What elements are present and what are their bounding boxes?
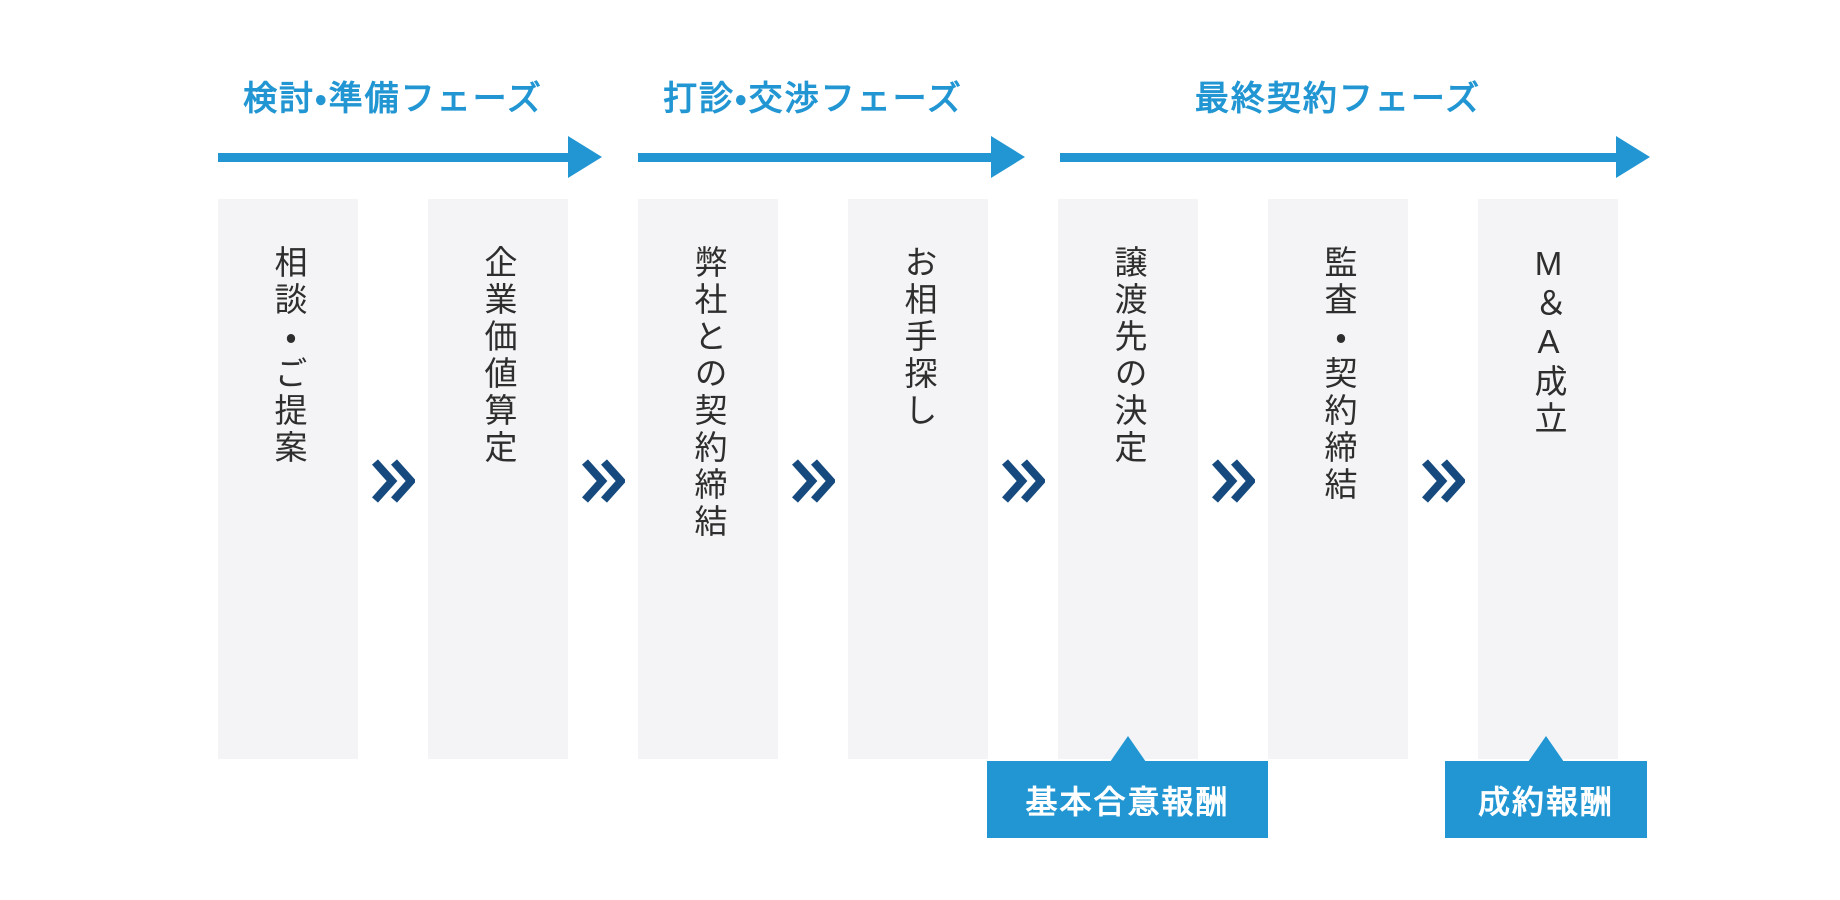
arrow-head: [568, 136, 602, 178]
triangle-up-icon: [1528, 736, 1564, 762]
fee-label: 成約報酬: [1477, 783, 1614, 820]
step-transferee-decision: 譲渡先の決定: [1058, 199, 1198, 759]
double-chevron-icon: [581, 458, 625, 504]
arrow-line: [638, 153, 992, 162]
step-label: 弊社との契約締結: [690, 245, 727, 541]
triangle-up-icon: [1109, 736, 1146, 762]
arrow-line: [218, 153, 569, 162]
step-audit-contract: 監査・契約締結: [1268, 199, 1408, 759]
step-corporate-valuation: 企業価値算定: [428, 199, 568, 759]
step-label: 監査・契約締結: [1320, 245, 1357, 504]
double-chevron-icon: [791, 458, 835, 504]
double-chevron-icon: [371, 458, 415, 504]
phase-label-final-contract: 最終契約フェーズ: [1194, 80, 1482, 118]
step-label: お相手探し: [900, 245, 937, 430]
fee-badge-basic-agreement: 基本合意報酬: [987, 736, 1268, 838]
step-ma-completion: M＆A成立: [1478, 199, 1618, 759]
phase-arrow-icon: [638, 136, 1025, 179]
step-label: 企業価値算定: [480, 245, 517, 467]
double-chevron-icon: [1001, 458, 1045, 504]
double-chevron-icon: [1421, 458, 1465, 504]
phase-arrow-icon: [1060, 136, 1650, 179]
double-chevron-icon: [1211, 458, 1255, 504]
fee-label: 基本合意報酬: [1025, 783, 1230, 820]
step-label: M＆A成立: [1530, 245, 1567, 438]
fee-badge-success: 成約報酬: [1445, 736, 1647, 838]
step-label: 譲渡先の決定: [1110, 245, 1147, 467]
phase-arrow-icon: [218, 136, 602, 179]
arrow-head: [991, 136, 1025, 178]
step-partner-search: お相手探し: [848, 199, 988, 759]
phase-label-preparation: 検討・準備フェーズ: [243, 80, 543, 118]
arrow-line: [1060, 153, 1617, 162]
arrow-head: [1616, 136, 1650, 178]
step-consultation-proposal: 相談・ご提案: [218, 199, 358, 759]
step-contract-with-us: 弊社との契約締結: [638, 199, 778, 759]
phase-label-negotiation: 打診・交渉フェーズ: [663, 80, 963, 118]
step-label: 相談・ご提案: [270, 245, 307, 467]
